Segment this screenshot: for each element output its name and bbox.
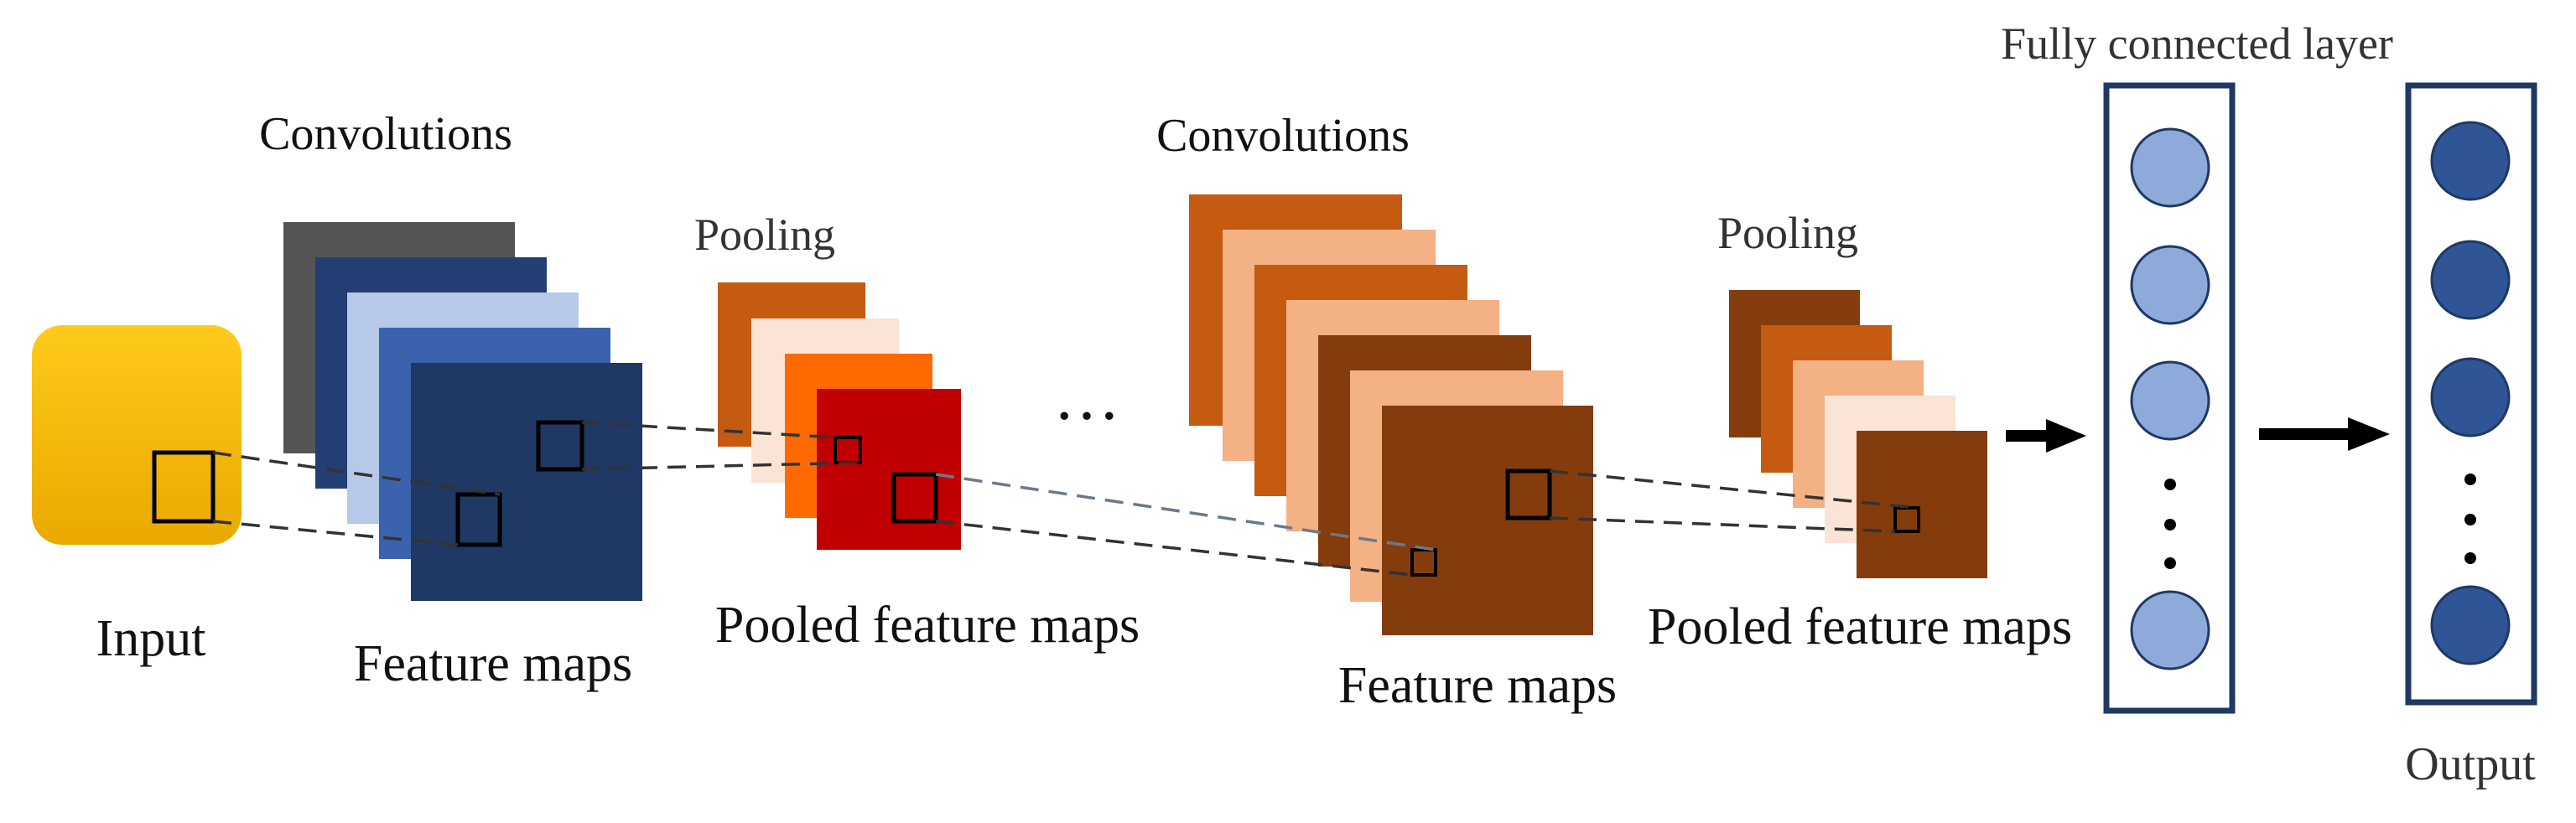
output-dot bbox=[2464, 474, 2476, 485]
output-label: Output bbox=[2405, 738, 2536, 790]
connector-line bbox=[1549, 516, 1896, 533]
pooled-map-1-receptive-field bbox=[891, 472, 938, 524]
connector-line bbox=[212, 520, 459, 546]
receptive-field-connectors bbox=[212, 421, 1919, 577]
input-receptive-field bbox=[152, 450, 216, 524]
fc-node bbox=[2130, 590, 2210, 670]
fully-connected-nodes bbox=[2130, 127, 2210, 670]
connector-line bbox=[581, 421, 836, 439]
fc-node bbox=[2130, 127, 2210, 208]
pooled-feature-maps-1-label: Pooled feature maps bbox=[715, 597, 1140, 654]
pooled-map bbox=[817, 389, 961, 550]
right-arrow-icon bbox=[2259, 417, 2390, 451]
fully-connected-layer-label: Fully connected layer bbox=[2001, 18, 2393, 69]
pooling-1-label: Pooling bbox=[694, 210, 835, 260]
feature-maps-2-label: Feature maps bbox=[1338, 657, 1617, 714]
feature-map bbox=[411, 363, 642, 601]
fc-dot bbox=[2164, 557, 2176, 569]
feature-map-2-receptive-field bbox=[1505, 468, 1552, 520]
output-nodes bbox=[2430, 121, 2511, 665]
connector-line bbox=[935, 520, 1413, 577]
pooling-2-label: Pooling bbox=[1717, 208, 1858, 258]
pooled-feature-maps-1-stack bbox=[718, 282, 961, 550]
fc-node bbox=[2130, 245, 2210, 325]
feature-maps-1-stack bbox=[283, 222, 642, 601]
input-image bbox=[32, 325, 242, 545]
output-node bbox=[2430, 585, 2511, 665]
feature-map-2-cell bbox=[1410, 548, 1437, 577]
fc-dot bbox=[2164, 519, 2176, 531]
output-node bbox=[2430, 121, 2511, 201]
connector-line bbox=[212, 451, 501, 496]
connector-line bbox=[1549, 469, 1919, 510]
connector-line bbox=[581, 461, 861, 471]
pooled-feature-maps-2-stack bbox=[1729, 290, 1987, 578]
pooled-feature-maps-2-label: Pooled feature maps bbox=[1648, 598, 2072, 655]
output-node bbox=[2430, 357, 2511, 437]
feature-maps-2-stack bbox=[1189, 194, 1593, 635]
feature-map bbox=[1382, 406, 1593, 635]
convolutions-1-label: Convolutions bbox=[259, 108, 512, 160]
feature-map-1-receptive-field bbox=[536, 420, 584, 472]
output-dot bbox=[2464, 514, 2476, 525]
right-arrow-icon bbox=[2006, 419, 2086, 453]
fc-node bbox=[2130, 360, 2210, 441]
input-label: Input bbox=[96, 610, 206, 667]
fc-dot bbox=[2164, 479, 2176, 490]
output-node bbox=[2430, 240, 2511, 320]
ellipsis: … bbox=[1053, 360, 1120, 434]
feature-map-1-receptive-field-small bbox=[455, 492, 502, 547]
output-dot bbox=[2464, 552, 2476, 564]
feature-maps-1-label: Feature maps bbox=[354, 635, 632, 692]
convolutions-2-label: Convolutions bbox=[1156, 110, 1410, 162]
